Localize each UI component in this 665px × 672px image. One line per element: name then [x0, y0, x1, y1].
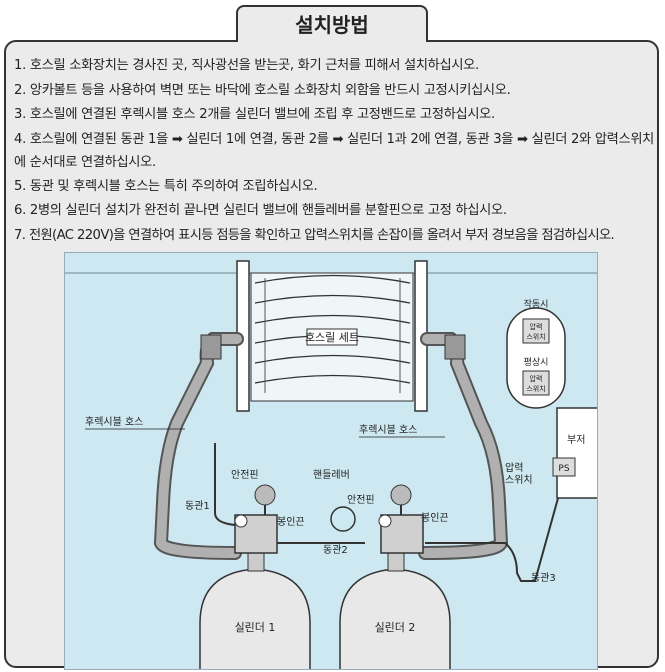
step-1: 1. 호스릴 소화장치는 경사진 곳, 직사광선을 받는곳, 화기 근처를 피해…	[14, 58, 479, 73]
left-flexible-hose	[153, 332, 244, 560]
right-flexible-hose	[418, 332, 509, 560]
normal-ps-label-top: 압력	[530, 375, 543, 383]
operating-label: 작동시	[524, 299, 549, 310]
safety-pin-1-label: 안전핀	[231, 469, 259, 481]
normal-ps-label-bottom: 스위치	[526, 384, 545, 393]
operating-ps-label-top: 압력	[530, 323, 543, 331]
handle-lever-label: 핸들레버	[313, 469, 350, 481]
step-2: 2. 앙카볼트 등을 사용하여 벽면 또는 바닥에 호스릴 소화장치 외함을 반…	[14, 82, 511, 98]
step-6: 6. 2병의 실린더 설치가 완전히 끝나면 실린더 밸브에 핸들레버를 분할핀…	[14, 203, 507, 218]
flex-hose-right-label: 후렉시블 호스	[359, 424, 417, 436]
valve-1	[234, 484, 278, 554]
ps-badge: PS	[558, 464, 569, 474]
hose-reel: 호스릴 세트	[236, 260, 428, 412]
valve-2	[378, 484, 424, 554]
operating-ps-label-bottom: 스위치	[526, 332, 545, 341]
step-4: 4. 호스릴에 연결된 동관 1을 ➡ 실린더 1에 연결, 동관 2를 ➡ 실…	[14, 131, 655, 170]
installation-diagram-svg: 호스릴 세트 실린더 1 실린더 2	[65, 260, 597, 669]
pipe1-label: 동관1	[185, 500, 210, 512]
hose-reel-set-label: 호스릴 세트	[305, 331, 359, 344]
normal-label: 평상시	[524, 357, 549, 368]
pipe3-label: 동관3	[531, 572, 556, 584]
installation-diagram: 호스릴 세트 실린더 1 실린더 2	[64, 252, 598, 670]
step-3: 3. 호스릴에 연결된 후렉시블 호스 2개를 실린더 밸브에 조립 후 고정밴…	[14, 107, 495, 122]
seal-pin-1-label: 봉인끈	[277, 516, 305, 528]
seal-pin-2-label: 봉인끈	[421, 512, 449, 524]
step-7: 7. 전원(AC 220V)을 연결하여 표시등 점등을 확인하고 압력스위치를…	[14, 227, 615, 243]
cylinder-2-label: 실린더 2	[375, 621, 416, 634]
pressure-switch-label-2: 스위치	[505, 473, 533, 486]
title-tab-joint	[238, 38, 426, 43]
pressure-switch-indicators: 작동시 압력 스위치 평상시 압력 스위치	[506, 299, 566, 409]
buzzer-label: 부저	[567, 434, 585, 446]
cylinder-1: 실린더 1	[199, 550, 311, 669]
page-title: 설치방법	[236, 5, 428, 41]
flex-hose-left-label: 후렉시블 호스	[85, 416, 143, 428]
pipe2-label: 동관2	[323, 544, 348, 556]
buzzer-box: 부저 PS	[552, 407, 597, 499]
pressure-switch-label-1: 압력	[505, 461, 523, 474]
step-5: 5. 동관 및 후렉시블 호스는 특히 주의하여 조립하십시오.	[14, 178, 318, 194]
cylinder-2: 실린더 2	[339, 550, 451, 669]
cylinder-1-label: 실린더 1	[235, 621, 276, 634]
installation-steps: 1. 호스릴 소화장치는 경사진 곳, 직사광선을 받는곳, 화기 근처를 피해…	[14, 54, 654, 248]
safety-pin-2-label: 안전핀	[347, 494, 375, 506]
